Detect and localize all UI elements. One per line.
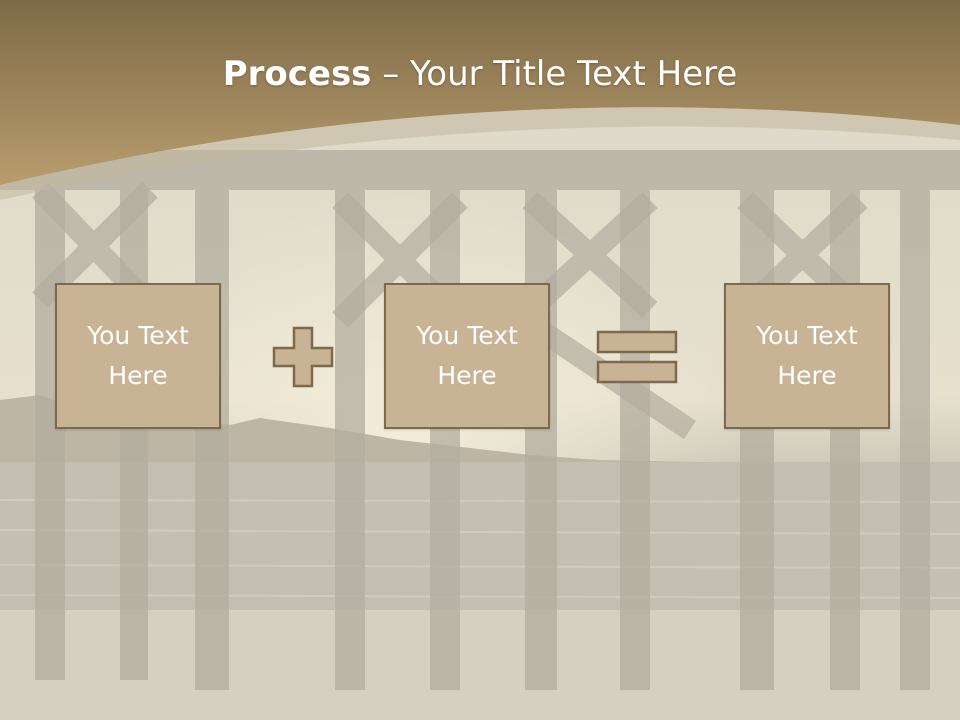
process-box-1[interactable]: You Text Here — [55, 283, 221, 429]
plus-icon — [272, 326, 334, 388]
process-box-label: You Text Here — [87, 321, 189, 390]
process-box-3[interactable]: You Text Here — [724, 283, 890, 429]
title-rest: – Your Title Text Here — [371, 54, 738, 94]
title-bold: Process — [222, 54, 372, 94]
process-box-label: You Text Here — [756, 321, 858, 390]
equals-icon — [596, 330, 678, 384]
process-box-label: You Text Here — [416, 321, 518, 390]
slide-title: Process – Your Title Text Here — [0, 52, 960, 96]
process-box-2[interactable]: You Text Here — [384, 283, 550, 429]
